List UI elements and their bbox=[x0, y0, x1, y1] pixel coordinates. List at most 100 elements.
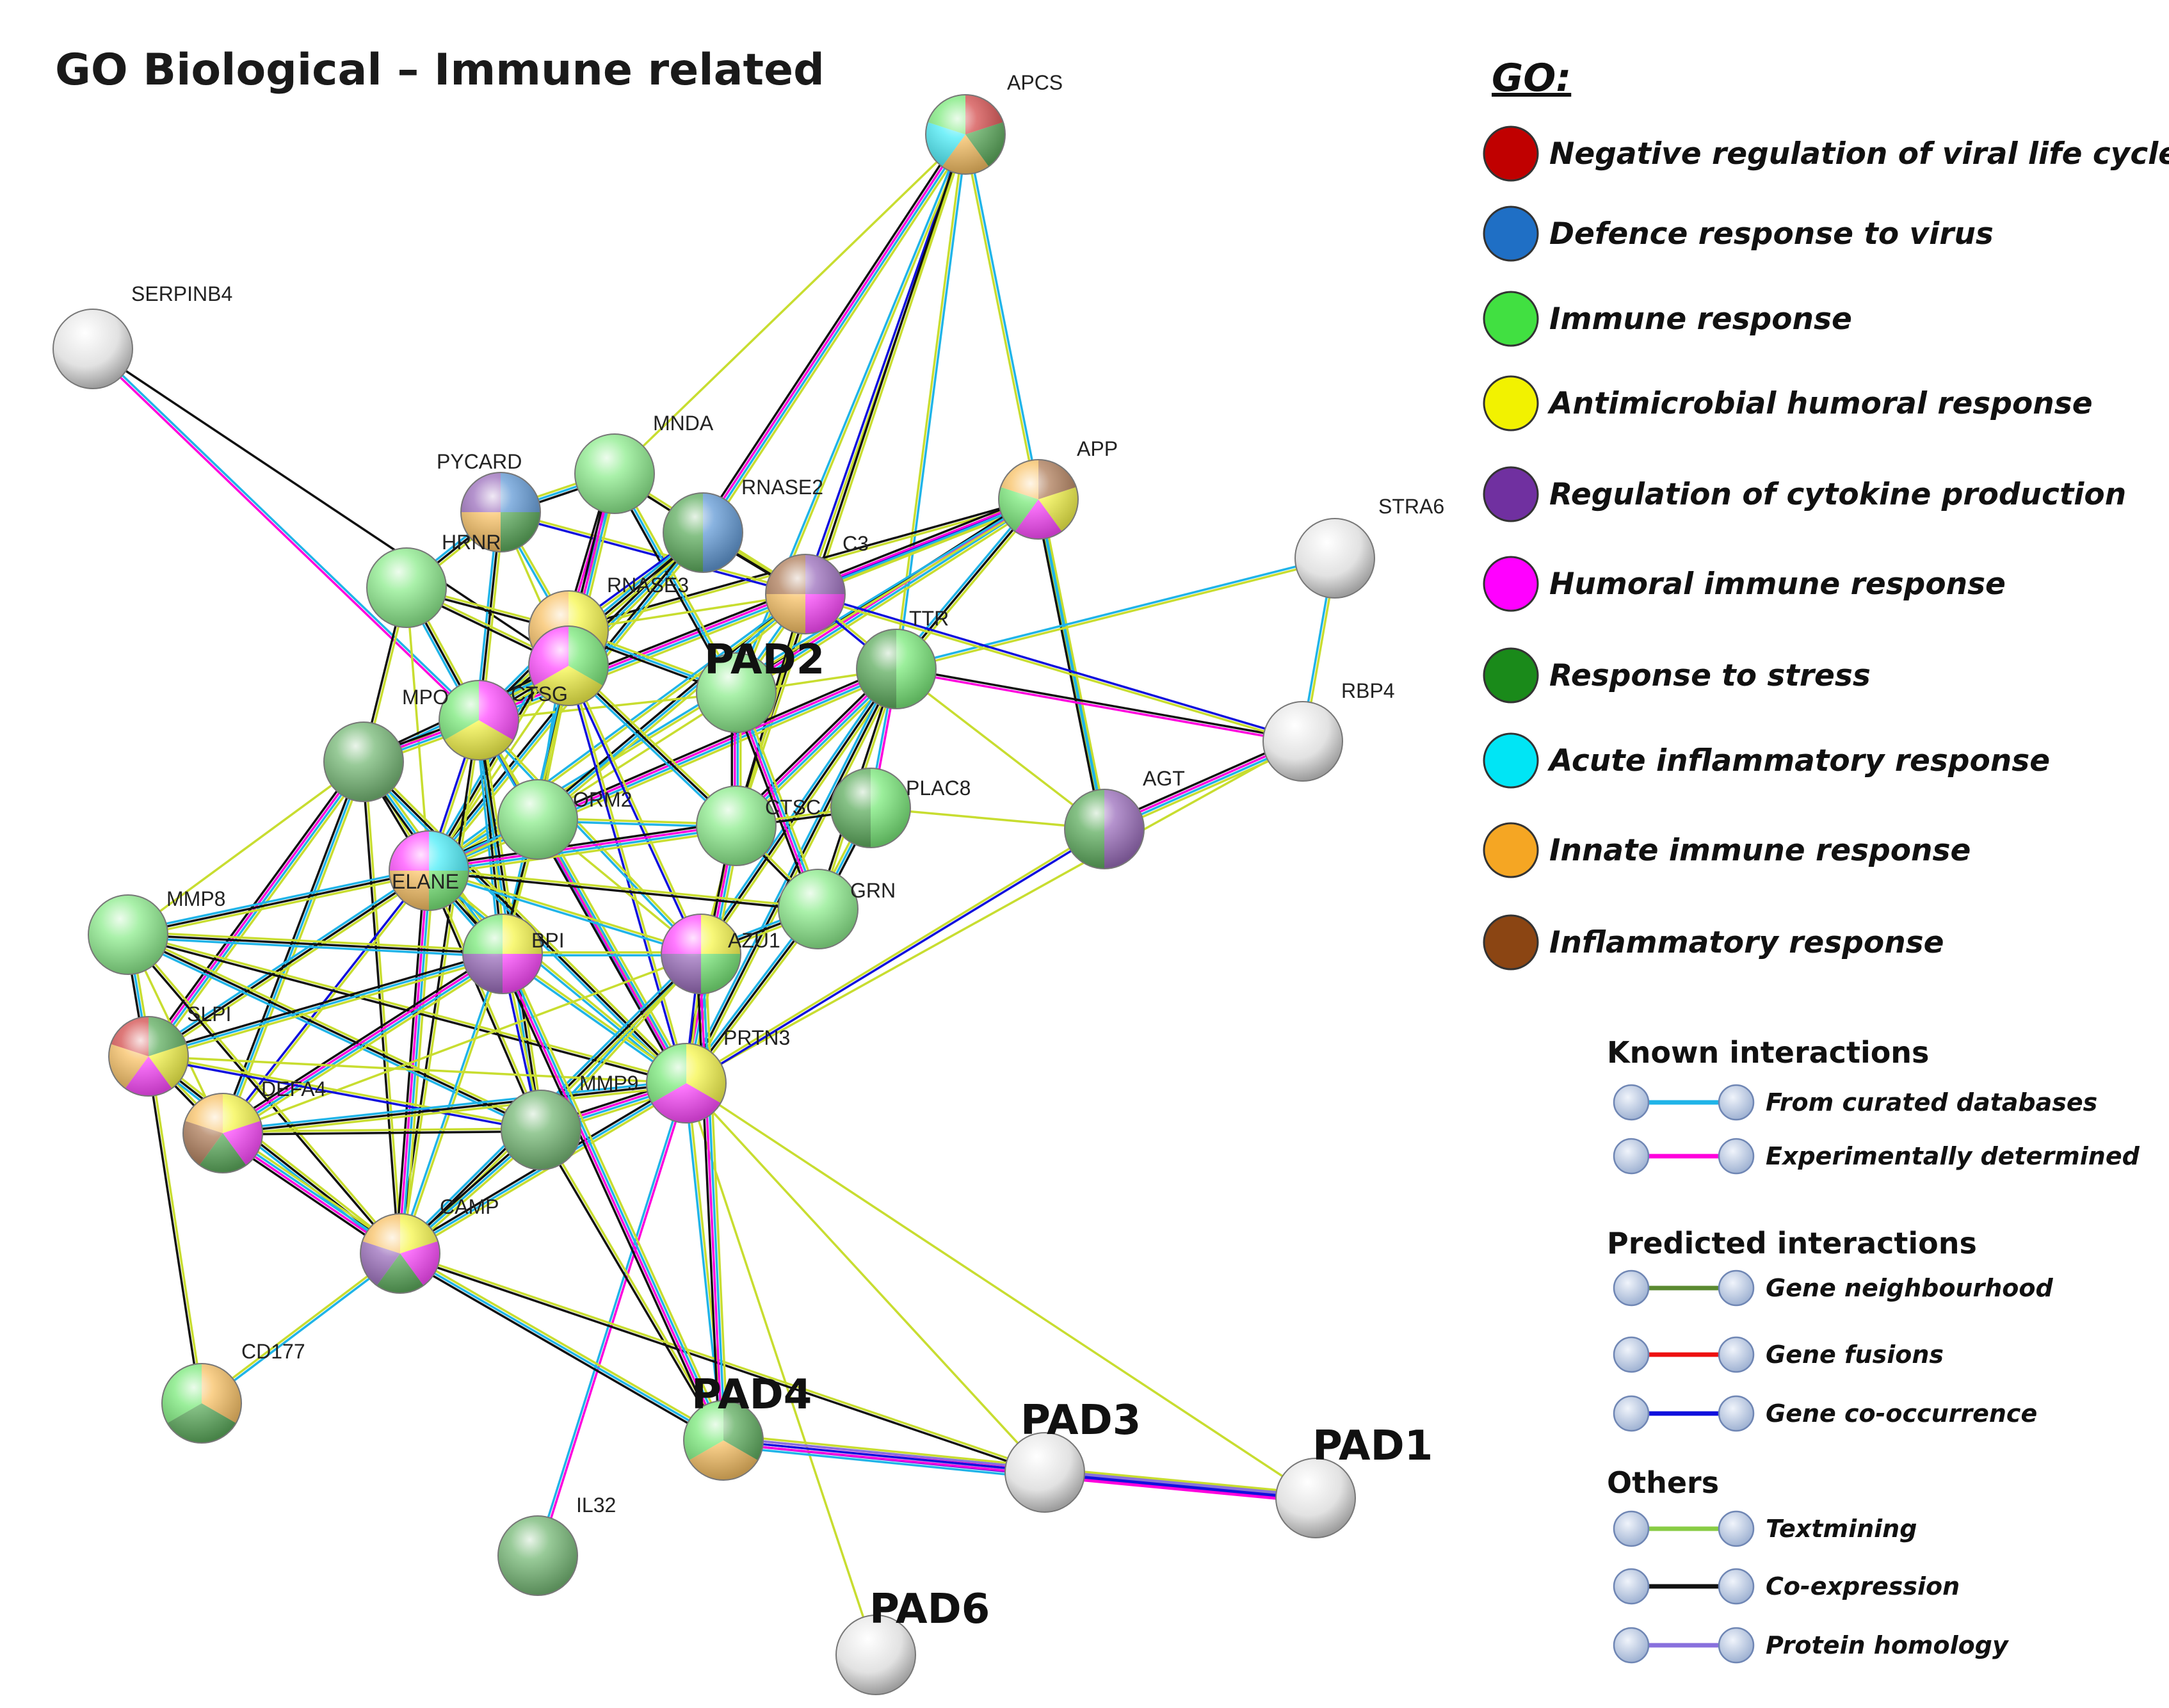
node-bpi[interactable]: BPI bbox=[462, 914, 565, 994]
node-label: PYCARD bbox=[437, 450, 522, 473]
edge-line bbox=[146, 1056, 202, 1404]
edge-line bbox=[803, 133, 965, 594]
edge-line bbox=[566, 666, 701, 955]
node-c3[interactable]: C3 bbox=[765, 532, 869, 634]
node-outline bbox=[998, 459, 1079, 540]
node-outline bbox=[501, 1090, 581, 1170]
edge-SERPINB4-MPO bbox=[91, 347, 481, 722]
node-stra6[interactable]: STRA6 bbox=[1294, 495, 1444, 599]
node-label: AGT bbox=[1143, 767, 1185, 790]
edge-line bbox=[223, 1130, 542, 1136]
node-label: RNASE3 bbox=[607, 574, 689, 597]
edge-line bbox=[144, 758, 361, 1055]
edge-line bbox=[148, 1055, 687, 1084]
node-mpo[interactable]: MPO bbox=[402, 680, 519, 761]
node-elane[interactable]: ELANE bbox=[389, 830, 469, 911]
node-outline bbox=[765, 554, 846, 634]
node-outline bbox=[1275, 1458, 1356, 1538]
node-mmp8[interactable]: MMP8 bbox=[88, 887, 225, 975]
node-pycard[interactable]: PYCARD bbox=[437, 450, 541, 552]
node-label: APP bbox=[1077, 437, 1118, 460]
edge-AZU1-PAD4 bbox=[695, 953, 729, 1441]
node-hrnr[interactable]: HRNR bbox=[366, 531, 501, 628]
node-ctsg[interactable]: CTSG bbox=[511, 625, 609, 706]
node-outline bbox=[108, 1016, 189, 1097]
edge-line bbox=[684, 826, 1104, 1083]
node-outline bbox=[439, 680, 519, 761]
node-apcs[interactable]: APCS bbox=[925, 71, 1063, 175]
edge-line bbox=[499, 512, 805, 597]
node-cd177[interactable]: CD177 bbox=[161, 1340, 305, 1444]
edge-line bbox=[400, 1251, 1046, 1472]
node-slpi[interactable]: SLPI bbox=[108, 1003, 231, 1097]
edge-line bbox=[222, 1079, 686, 1132]
interaction-legend-node bbox=[1718, 1395, 1755, 1432]
edge-STRA6-TTR bbox=[896, 556, 1335, 672]
node-pad2[interactable] bbox=[696, 652, 777, 733]
node-serpinb4[interactable]: SERPINB4 bbox=[52, 282, 232, 389]
node-il32[interactable]: IL32 bbox=[497, 1494, 616, 1596]
edge-CTSG-AZU1 bbox=[566, 665, 704, 955]
edge-ELANE-CAMP bbox=[394, 870, 435, 1254]
node-gloss bbox=[360, 1214, 440, 1293]
node-outline bbox=[323, 721, 404, 802]
node-outline bbox=[661, 914, 741, 994]
interaction-legend-node bbox=[1613, 1510, 1650, 1547]
edge-line bbox=[151, 763, 368, 1060]
node-label: DEFA4 bbox=[261, 1077, 326, 1100]
node-ttr[interactable]: TTR bbox=[856, 607, 949, 709]
node-pad6[interactable] bbox=[835, 1615, 916, 1695]
edge-CAMP-PAD4 bbox=[398, 1250, 726, 1444]
node-outline bbox=[88, 894, 168, 975]
node-hrnrl[interactable] bbox=[323, 721, 404, 802]
edge-line bbox=[401, 1250, 726, 1439]
interaction-legend-label: Gene fusions bbox=[1766, 1341, 1944, 1369]
node-azu1[interactable]: AZU1 bbox=[661, 914, 780, 994]
node-mmp9[interactable]: MMP9 bbox=[501, 1072, 638, 1170]
edge-line bbox=[896, 558, 1335, 672]
node-ctsc[interactable]: CTSC bbox=[696, 786, 821, 866]
node-agt[interactable]: AGT bbox=[1064, 767, 1185, 869]
edge-line bbox=[896, 556, 1335, 669]
edge-line bbox=[200, 1251, 400, 1403]
node-label: STRA6 bbox=[1378, 495, 1444, 518]
edge-line bbox=[695, 954, 721, 1441]
edge-line bbox=[148, 1056, 541, 1132]
interaction-legend-label: Textmining bbox=[1766, 1515, 1917, 1543]
edge-BPI-CAMP bbox=[398, 953, 505, 1255]
edge-line bbox=[700, 668, 898, 955]
node-orm2[interactable]: ORM2 bbox=[497, 779, 632, 860]
node-label: TTR bbox=[909, 607, 949, 630]
interaction-legend-label: Protein homology bbox=[1766, 1631, 2010, 1659]
node-ball bbox=[1005, 1433, 1084, 1512]
node-gloss bbox=[766, 554, 845, 634]
edge-line bbox=[149, 1054, 542, 1130]
node-pad3[interactable] bbox=[1004, 1432, 1085, 1513]
edge-line bbox=[503, 953, 726, 1440]
edge-line bbox=[93, 347, 481, 720]
node-grn[interactable]: GRN bbox=[778, 869, 896, 949]
node-outline bbox=[462, 914, 543, 994]
node-pad1[interactable] bbox=[1275, 1458, 1356, 1538]
node-gloss bbox=[926, 95, 1005, 174]
node-label: CTSC bbox=[765, 796, 821, 819]
node-prtn3[interactable]: PRTN3 bbox=[646, 1026, 790, 1124]
node-rnase2[interactable]: RNASE2 bbox=[663, 476, 823, 573]
node-defa4[interactable]: DEFA4 bbox=[182, 1077, 326, 1173]
node-pad4[interactable] bbox=[683, 1400, 764, 1481]
edge-line bbox=[429, 826, 737, 873]
node-gloss bbox=[831, 768, 910, 848]
node-app[interactable]: APP bbox=[998, 437, 1118, 540]
edge-line bbox=[685, 1083, 877, 1656]
node-label: APCS bbox=[1007, 71, 1063, 94]
node-label: GRN bbox=[850, 879, 896, 902]
edge-ELANE-PRTN3 bbox=[427, 868, 688, 1086]
node-plac8[interactable]: PLAC8 bbox=[830, 768, 971, 848]
node-mnda[interactable]: MNDA bbox=[574, 412, 714, 514]
edge-line bbox=[613, 473, 738, 693]
node-outline bbox=[360, 1213, 440, 1294]
node-gloss bbox=[529, 626, 608, 705]
node-camp[interactable]: CAMP bbox=[360, 1195, 499, 1294]
node-outline bbox=[778, 869, 859, 949]
node-rbp4[interactable]: RBP4 bbox=[1262, 679, 1395, 782]
